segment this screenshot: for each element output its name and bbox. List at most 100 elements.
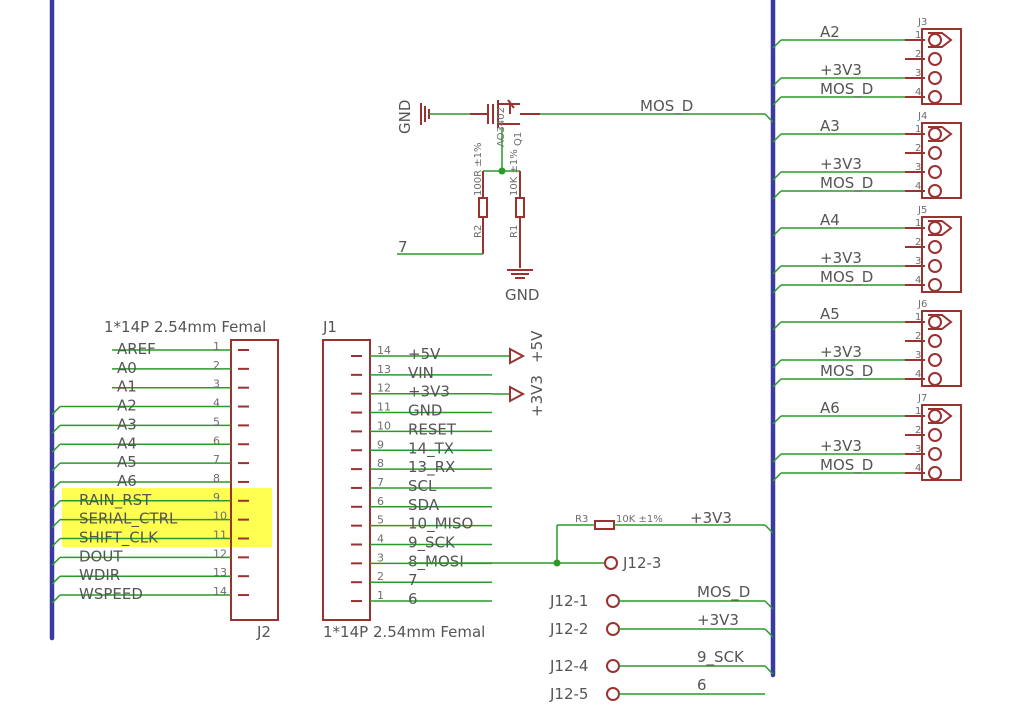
connector-pin-circle — [928, 184, 942, 198]
bus-entry — [51, 500, 61, 510]
bus-entry — [51, 443, 61, 453]
connector-net-label: +3V3 — [820, 249, 862, 267]
j2-pin-8: 8A6 — [51, 472, 249, 491]
bus-entry — [51, 594, 61, 604]
j2-pin-9: 9 RAIN_RST — [51, 491, 249, 510]
connector-pin-num: 1 — [915, 218, 921, 229]
j2-title: 1*14P 2.54mm Femal — [104, 318, 266, 336]
bus-entry — [772, 453, 782, 463]
polarity-mark — [928, 314, 953, 330]
j2-pin-net: SERIAL_CTRL — [79, 510, 178, 529]
j2-pin-num: 9 — [213, 491, 220, 504]
connector-pin-circle — [928, 221, 942, 235]
testpoint-circle — [606, 659, 620, 673]
bus-entry — [772, 265, 782, 275]
connector-pin-circle — [928, 71, 942, 85]
connector-pin-num: 3 — [915, 256, 921, 267]
j2-pin-net: A6 — [117, 472, 137, 490]
polarity-mark — [928, 220, 953, 236]
connector-pin-circle — [928, 409, 942, 423]
j2-pin-7: 7A5 — [51, 453, 249, 472]
connector-ref: J5 — [917, 205, 927, 216]
mosfet-name: Q1 — [513, 132, 524, 146]
connector-net-label: MOS_D — [820, 174, 873, 193]
highlight-region — [62, 488, 272, 547]
polarity-mark — [928, 32, 953, 48]
j1-pin-14: 14 +5V — [351, 344, 492, 363]
j1-pin-net: GND — [408, 402, 442, 420]
j1-pin-net: 7 — [408, 571, 418, 589]
j1-pin-net: VIN — [408, 364, 434, 382]
connector-pin-num: 4 — [915, 463, 921, 474]
j2-pin-net: AREF — [117, 340, 156, 358]
connector-pin-circle — [928, 428, 942, 442]
j2-pin-num: 3 — [213, 378, 220, 391]
connector-pin-num: 4 — [915, 369, 921, 380]
j1-pin-num: 7 — [377, 476, 384, 489]
j2-pin-num: 13 — [213, 566, 227, 579]
gnd-left-label: GND — [396, 100, 414, 134]
connector-net-label: A3 — [820, 117, 840, 135]
net-mos-d-top: MOS_D — [640, 97, 693, 116]
connector-net-label: +3V3 — [820, 343, 862, 361]
testpoint-label: J12-3 — [622, 554, 661, 572]
j1-pin-12: 12 +3V3 — [351, 382, 492, 401]
j1-pin-net: +3V3 — [408, 383, 450, 401]
j2-pin-net: DOUT — [79, 547, 123, 565]
testpoint-label: J12-5 — [549, 685, 588, 703]
gnd-bottom-label: GND — [505, 286, 539, 304]
r3-name: R3 — [575, 514, 588, 525]
bus-entry — [772, 39, 782, 49]
connector-pin-circle — [928, 278, 942, 292]
connector-pin-num: 2 — [915, 425, 921, 436]
connector-net-label: A6 — [820, 399, 840, 417]
j2-pin-3: 3 A1 — [112, 378, 249, 396]
bus-entry — [51, 519, 61, 529]
j1-pin-net: 13_RX — [408, 458, 455, 477]
j2-pin-4: 4A2 — [51, 397, 249, 416]
j2-pin-net: A1 — [117, 378, 137, 396]
j2-pin-net: RAIN_RST — [79, 491, 152, 510]
j2-pin-net: A5 — [117, 453, 137, 471]
j1-pin-num: 14 — [377, 344, 391, 357]
connector-pin-circle — [928, 315, 942, 329]
bus-entry — [772, 378, 782, 388]
supply-5v-symbol — [509, 347, 526, 365]
bus-entry — [772, 96, 782, 106]
connector-net-label: MOS_D — [820, 362, 873, 381]
connector-pin-circle — [928, 372, 942, 386]
sensor-connectors: J31234A2+3V3MOS_DJ41234A3+3V3MOS_DJ51234… — [772, 17, 962, 482]
j1-pin-num: 1 — [377, 589, 384, 602]
testpoint-circle — [604, 556, 618, 570]
j2-ref: J2 — [256, 623, 271, 641]
j2-pin-net: A0 — [117, 359, 137, 377]
connector-net-label: +3V3 — [820, 61, 862, 79]
j1-pin-num: 12 — [377, 382, 391, 395]
connector-pin-num: 3 — [915, 162, 921, 173]
mosfet-value: AO3402 — [496, 107, 507, 147]
j1-pin-net: +5V — [408, 345, 441, 363]
j2-pin-net: A3 — [117, 415, 137, 433]
connector-pin-circle — [928, 259, 942, 273]
testpoint-net: MOS_D — [697, 583, 750, 602]
mosfet-circuit: GND AO3402 Q1 MOS_D 100R ±1% R2 7 10K — [396, 97, 774, 304]
connector-pin-num: 1 — [915, 30, 921, 41]
connector-pin-num: 1 — [915, 124, 921, 135]
j2-pin-num: 11 — [213, 529, 227, 542]
bus-entry — [764, 628, 774, 638]
connector-pin-num: 1 — [915, 312, 921, 323]
j1-pin-net: SDA — [408, 496, 440, 514]
bus-entry — [772, 77, 782, 87]
connector-ref: J4 — [917, 111, 927, 122]
bus-entry — [772, 284, 782, 294]
connector-pin-num: 1 — [915, 406, 921, 417]
bus-entry — [764, 600, 774, 610]
